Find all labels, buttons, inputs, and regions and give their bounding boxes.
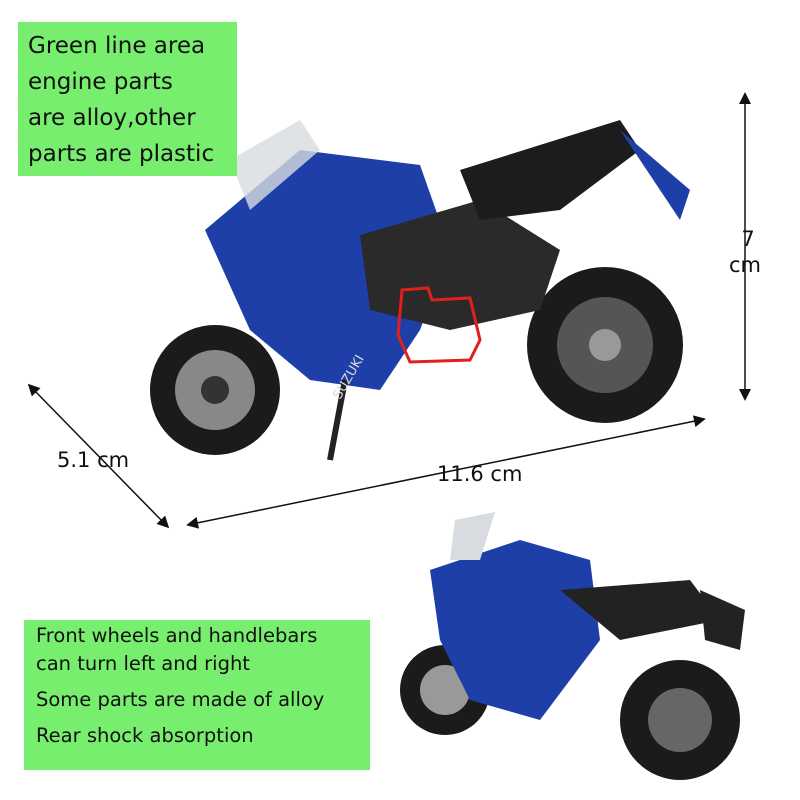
length-label: 11.6 cm	[437, 462, 523, 486]
note-line: engine parts	[28, 69, 173, 95]
height-label: 7 cm	[729, 226, 763, 278]
note-line: are alloy,other	[28, 105, 196, 131]
length-arrow	[186, 415, 706, 529]
feature-line: can turn left and right	[36, 652, 250, 675]
feature-line: Rear shock absorption	[36, 724, 254, 747]
height-unit: cm	[728, 253, 761, 277]
feature-line: Some parts are made of alloy	[36, 688, 325, 711]
feature-line: Front wheels and handlebars	[36, 624, 318, 647]
width-arrow	[27, 383, 170, 529]
features-note: Front wheels and handlebars can turn lef…	[24, 620, 370, 770]
width-label: 5.1 cm	[57, 448, 130, 472]
note-line: Green line area	[28, 33, 206, 59]
secondary-motorcycle	[400, 512, 745, 780]
note-line: parts are plastic	[28, 141, 215, 167]
height-value: 7	[741, 227, 755, 251]
engine-material-note: Green line area engine parts are alloy,o…	[18, 22, 237, 176]
main-motorcycle: SUZUKI	[150, 120, 690, 461]
